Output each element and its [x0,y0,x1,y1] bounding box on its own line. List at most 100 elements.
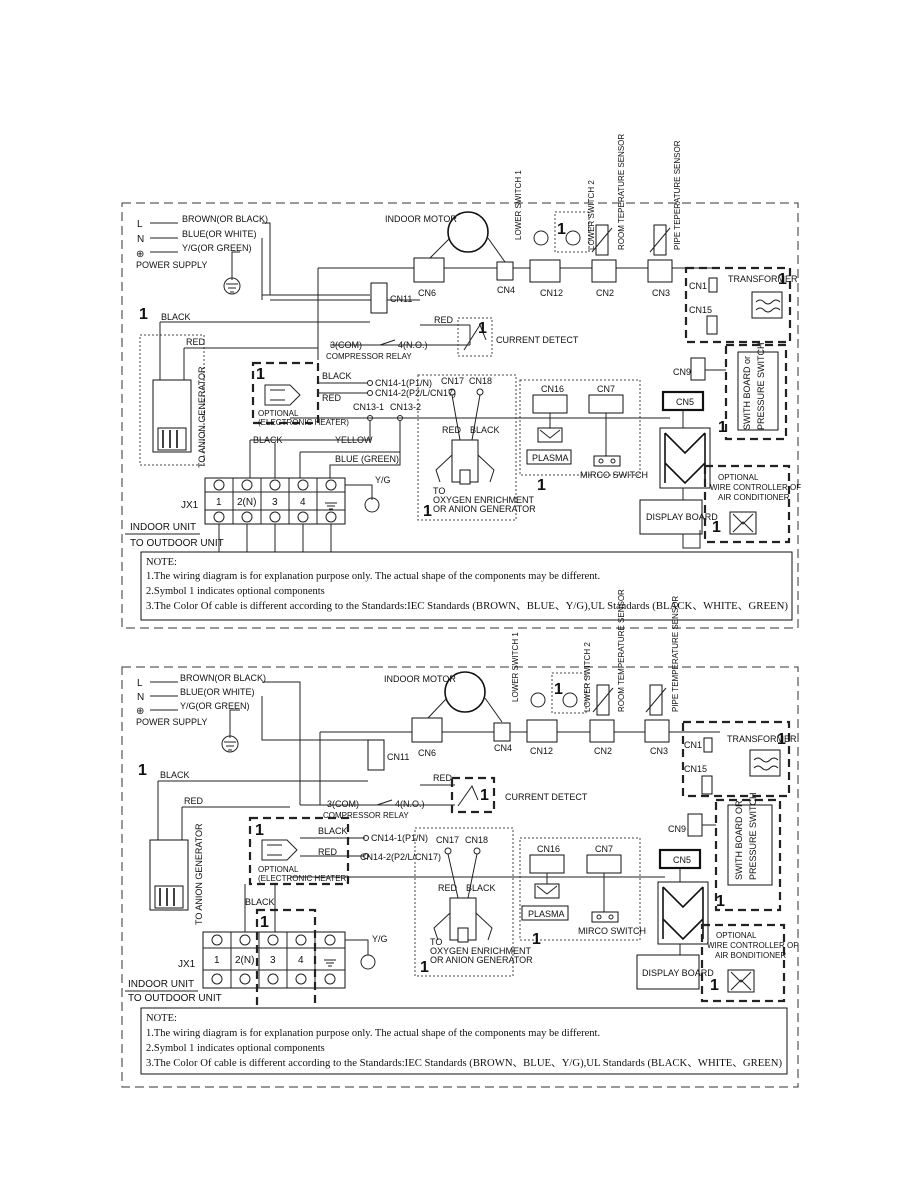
optional-mark: 1 [778,271,787,288]
room-sensor-label: ROOM TEMPERATURE SENSOR [617,589,626,712]
transformer-icon [751,291,783,319]
lower-switch-2-label: LOWER SWITCH 2 [587,180,596,250]
transformer-label: TRANSFORMER [727,734,797,744]
yg-terminal-label: Y/G [375,475,391,485]
relay-no-label: 4(N.O.) [395,799,425,809]
power-supply-1: L N ⊕ BROWN(OR BLACK) BLUE(OR WHITE) Y/G… [136,214,271,300]
wire-controller-label-2: AIR BONDITIONER [715,951,786,960]
display-board-section-2: CN5 DISPLAY BOARD [636,848,714,990]
cn3-label: CN3 [652,288,670,298]
cn15-label: CN15 [689,305,712,315]
oxygen-label: OXYGEN ENRICHMENT [433,495,535,505]
wire-black-label: BLACK [245,897,275,907]
optional-mark: 1 [712,519,721,536]
cn5-label: CN5 [676,397,694,407]
wire-blue: BLUE(OR WHITE) [182,229,257,239]
transformer-icon [749,749,781,777]
electronic-heater-1: 1 OPTIONAL (ELECTRONIC HEATER) BLACK RED… [249,361,456,480]
terminal-n: N [137,234,144,245]
switch-board-label-1: SWITH BOARD OR [734,800,744,880]
display-board-section-1: CN5 DISPLAY BOARD [639,390,718,549]
wire-controller-2: OPTIONAL WIRE CONTROLLER OF AIR BONDITIO… [700,923,798,1003]
cn14-2-label: CN14-2(P2/L/CN17) [375,388,456,398]
switch-board-label-1: SWITH BOARD or [742,356,752,430]
note-line-2: 2.Symbol 1 indicates optional components [146,1043,325,1054]
relay-section-2: CN11 RED 1 CURRENT DETECT 3(COM) 4(N.O.)… [300,739,588,820]
oxygen-to-label: TO [430,937,442,947]
wire-red-label: RED [434,315,454,325]
anion-generator-label: TO ANION GENERATOR [197,366,207,468]
note-line-1: 1.The wiring diagram is for explanation … [146,571,600,582]
cn18-label: CN18 [465,835,488,845]
indoor-motor-label: INDOOR MOTOR [385,214,457,224]
terminal-n: N [137,692,144,703]
power-supply-label: POWER SUPPLY [136,717,207,727]
note-1: NOTE: 1.The wiring diagram is for explan… [140,551,793,621]
anion-generator-label: TO ANION GENERATOR [194,823,204,925]
indoor-unit-label: INDOOR UNIT [128,979,194,990]
heater-label: (ELECTRONIC HEATER) [258,874,349,883]
note-line-2: 2.Symbol 1 indicates optional components [146,586,325,597]
oxygen-anion-label: OR ANION GENERATOR [433,504,536,514]
wire-black-label: BLACK [253,435,283,445]
optional-mark: 1 [255,822,264,839]
terminal-1: 1 [214,955,220,966]
plasma-section-2: CN16 CN7 PLASMA MIRCO SWITCH 1 [290,837,665,948]
cn5-label: CN5 [673,855,691,865]
optional-mark: 1 [537,477,546,494]
lower-switch-1-label: LOWER SWITCH 1 [511,632,520,702]
wire-red-label: RED [322,393,342,403]
cn16-label: CN16 [541,384,564,394]
transformer-1: TRANSFORMER 1 CN1 CN15 [684,266,798,344]
display-board-label: DISPLAY BOARD [646,512,718,522]
terminal-4: 4 [298,955,304,966]
note-line-3: 3.The Color Of cable is different accord… [146,601,789,612]
optional-mark: 1 [532,931,541,948]
indoor-motor-label: INDOOR MOTOR [384,674,456,684]
wire-blue: BLUE(OR WHITE) [180,687,255,697]
cn12-label: CN12 [540,288,563,298]
note-2: NOTE: 1.The wiring diagram is for explan… [140,1007,788,1075]
anion-generator-1: 1 BLACK RED TO ANION GENERATOR [139,306,370,468]
motor-icon [444,671,486,713]
wire-red-label: RED [438,883,458,893]
indoor-unit-label: INDOOR UNIT [130,522,196,533]
optional-mark: 1 [423,503,432,520]
outdoor-unit-label: TO OUTDOOR UNIT [128,993,222,1004]
cn9-label: CN9 [673,367,691,377]
sensors-1: ROOM TEPERATURE SENSOR CN2 PIPE TEPERATU… [591,134,682,298]
wire-red-label: RED [184,796,204,806]
ground-icon [223,277,241,295]
wire-brown: BROWN(OR BLACK) [180,673,266,683]
optional-mark: 1 [138,762,147,779]
cn4-label: CN4 [497,285,515,295]
cn2-label: CN2 [596,288,614,298]
current-detect-label: CURRENT DETECT [496,335,579,345]
optional-mark: 1 [718,419,727,436]
switch-board-label-2: PRESSURE SWITCH [748,792,758,880]
indoor-motor-2: INDOOR MOTOR CN6 CN4 [384,671,512,758]
wire-black-label: BLACK [160,770,190,780]
lower-switches-1: LOWER SWITCH 1 1 LOWER SWITCH 2 CN12 [514,170,596,298]
compressor-relay-label: COMPRESSOR RELAY [326,352,412,361]
wire-brown: BROWN(OR BLACK) [182,214,268,224]
transformer-2: TRANSFORMER 1 CN1 CN15 [681,720,797,798]
wire-yg: Y/G(OR GREEN) [180,701,250,711]
wire-red-label: RED [186,337,206,347]
wire-blue-green-label: BLUE (GREEN) [335,454,399,464]
display-board-label: DISPLAY BOARD [642,968,714,978]
power-supply-2: L N ⊕ BROWN(OR BLACK) BLUE(OR WHITE) Y/G… [136,673,370,805]
wiring-diagram-2: L N ⊕ BROWN(OR BLACK) BLUE(OR WHITE) Y/G… [121,589,799,1088]
cn11-label: CN11 [387,752,409,762]
switch-board-label-2: PRESSURE SWITCH [756,342,766,430]
terminal-1: 1 [216,497,222,508]
cn6-label: CN6 [418,288,436,298]
cn6-label: CN6 [418,748,436,758]
earth-icon: ⊕ [136,706,144,717]
note-line-1: 1.The wiring diagram is for explanation … [146,1028,600,1039]
cn11-label: CN11 [390,294,412,304]
terminal-2n: 2(N) [235,955,254,966]
cn14-1-label: CN14-1(P1/N) [375,378,432,388]
optional-mark: 1 [710,977,719,994]
wire-controller-optional-label: OPTIONAL [718,473,759,482]
